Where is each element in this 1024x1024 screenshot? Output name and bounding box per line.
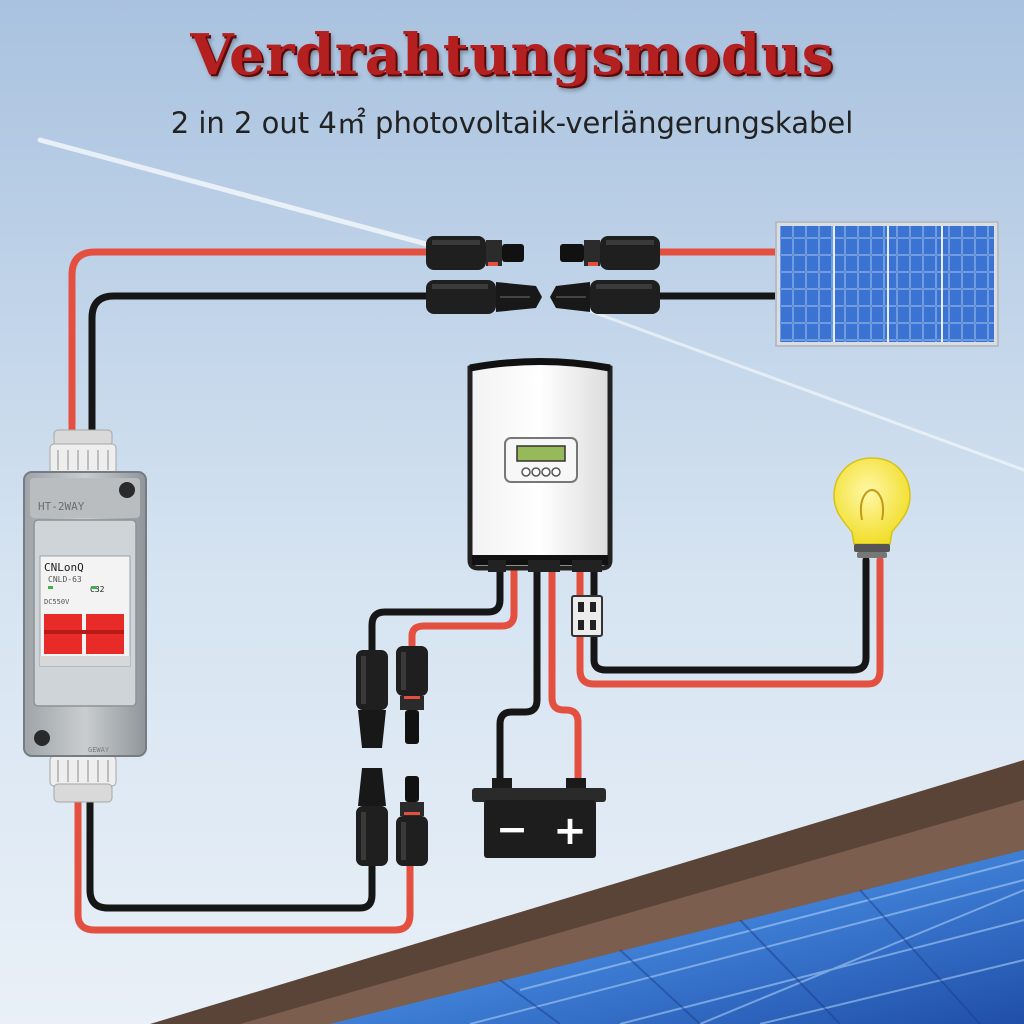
- inverter-lcd: [516, 445, 566, 462]
- cable-negative-bottom: [86, 796, 376, 912]
- breaker-bottom-label: GEWAY: [88, 746, 110, 754]
- fuse-block-icon: [571, 595, 603, 637]
- mc4-connector-icon: [396, 776, 428, 866]
- mc4-connector-icon: [550, 280, 660, 314]
- cable-negative-top: [88, 292, 434, 444]
- cable-negative-inverter: [368, 561, 504, 659]
- page-subtitle: 2 in 2 out 4㎡ photovoltaik-verlängerungs…: [170, 106, 854, 140]
- cable-negative-battery: [496, 561, 541, 789]
- screw: [34, 730, 50, 746]
- inverter-button: [541, 467, 551, 477]
- battery-minus-label: −: [496, 807, 528, 851]
- contrail: [558, 298, 1024, 472]
- screw: [119, 482, 135, 498]
- mc4-connector-icon: [426, 280, 542, 314]
- cable-positive-load: [576, 556, 884, 688]
- inverter-button: [521, 467, 531, 477]
- breaker-brand: CNLonQ: [44, 561, 84, 574]
- inverter-button: [551, 467, 561, 477]
- battery-icon: − +: [472, 778, 606, 858]
- cable-positive-inverter: [408, 561, 518, 654]
- mc4-connector-icon: [356, 768, 388, 866]
- breaker-top-label: HT-2WAY: [38, 500, 85, 513]
- breaker-voltage: DC550V: [44, 598, 70, 606]
- battery-plus-label: +: [553, 808, 587, 854]
- mc4-connector-icon: [356, 650, 388, 748]
- cable-positive-top: [68, 248, 434, 444]
- mc4-connector-icon: [426, 236, 524, 270]
- inverter-icon: [467, 358, 613, 572]
- cable-negative-load: [590, 556, 870, 674]
- mc4-connector-pair-top: [426, 236, 660, 314]
- solar-panel-icon: [775, 221, 999, 347]
- breaker-rating: C32: [90, 585, 105, 594]
- breaker-icon: HT-2WAY CNLonQ CNLD-63 C32 DC550V GEWAY: [23, 429, 147, 803]
- contrail: [37, 137, 433, 248]
- mc4-connector-icon: [560, 236, 660, 270]
- cables: [68, 248, 884, 934]
- page-title: Verdrahtungsmodus: [190, 22, 834, 88]
- cable-positive-bottom: [74, 796, 414, 934]
- roof-background: [150, 760, 1024, 1024]
- inverter-button: [531, 467, 541, 477]
- bulb-icon: [833, 457, 911, 558]
- breaker-model: CNLD-63: [48, 575, 82, 584]
- mc4-connector-pair-bottom: [356, 646, 428, 866]
- mc4-connector-icon: [396, 646, 428, 744]
- cable-positive-battery: [548, 561, 582, 789]
